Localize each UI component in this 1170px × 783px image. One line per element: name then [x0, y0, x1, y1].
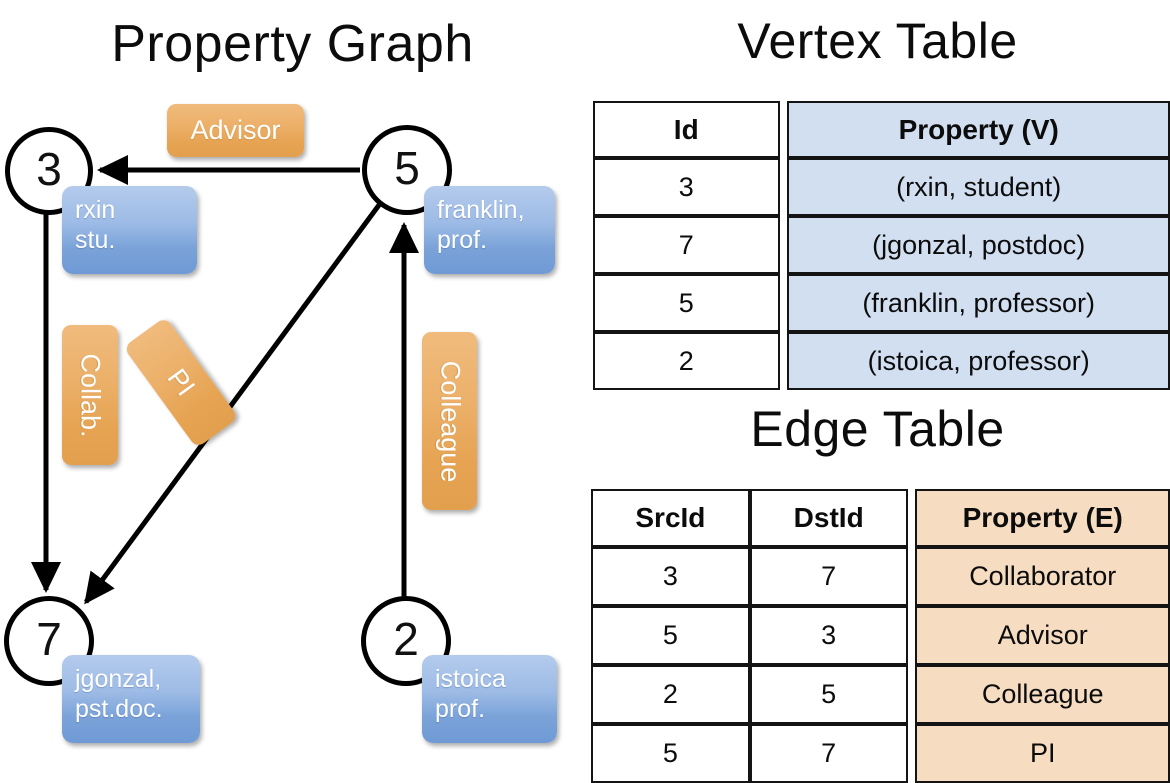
vertex-row-0-id: 3 [593, 158, 780, 216]
graph-node-2-property-line2: prof. [435, 694, 486, 723]
edge-row-3-src: 5 [591, 724, 750, 783]
edge-row-2-gap [908, 665, 916, 724]
graph-node-2-property-line1: istoica [435, 665, 506, 693]
table-row[interactable]: 7 (jgonzal, postdoc) [593, 216, 1170, 274]
vertex-row-3-id: 2 [593, 332, 780, 390]
edge-table-header-dstid: DstId [749, 489, 908, 547]
edge-row-2-src: 2 [591, 665, 750, 724]
vertex-table: Id Property (V) 3 (rxin, student) 7 (jgo… [593, 101, 1170, 390]
table-row[interactable]: 3 7 Collaborator [591, 547, 1170, 606]
graph-node-5-property-line1: franklin, [437, 196, 525, 224]
vertex-row-2-id: 5 [593, 274, 780, 332]
vertex-row-2-gap [780, 274, 788, 332]
table-row[interactable]: 3 (rxin, student) [593, 158, 1170, 216]
vertex-table-header-property: Property (V) [787, 101, 1170, 158]
edge-table-header-property: Property (E) [915, 489, 1170, 547]
vertex-row-0-gap [780, 158, 788, 216]
vertex-table-column-gap [780, 101, 788, 158]
graph-node-7-property-line2: pst.doc. [75, 694, 163, 723]
edge-table-header-row: SrcId DstId Property (E) [591, 489, 1170, 547]
edge-row-3-dst: 7 [749, 724, 908, 783]
edge-row-2-dst: 5 [749, 665, 908, 724]
graph-node-2[interactable]: 2 [361, 596, 451, 686]
edge-row-1-src: 5 [591, 606, 750, 665]
edge-row-3-property: PI [915, 724, 1170, 783]
edge-label-colleague: Colleague [422, 332, 477, 510]
graph-node-2-label: 2 [393, 613, 419, 665]
table-row[interactable]: 5 3 Advisor [591, 606, 1170, 665]
vertex-row-3-property: (istoica, professor) [787, 332, 1170, 390]
edge-row-1-gap [908, 606, 916, 665]
vertex-row-1-gap [780, 216, 788, 274]
graph-node-5[interactable]: 5 [362, 125, 452, 215]
graph-node-2-property-box: istoica prof. [422, 655, 557, 743]
edge-row-0-src: 3 [591, 547, 750, 606]
property-graph-diagram: 3 rxin stu. 5 franklin, prof. 7 jgonzal,… [0, 0, 585, 760]
edge-table: SrcId DstId Property (E) 3 7 Collaborato… [591, 489, 1170, 783]
edge-label-advisor: Advisor [167, 104, 304, 157]
edge-row-3-gap [908, 724, 916, 783]
edge-row-2-property: Colleague [915, 665, 1170, 724]
graph-node-3-property-box: rxin stu. [62, 186, 197, 274]
graph-node-3-property-line1: rxin [75, 196, 116, 224]
vertex-row-3-gap [780, 332, 788, 390]
edge-line-5-to-7 [83, 203, 382, 605]
graph-node-5-label: 5 [394, 142, 420, 194]
edge-row-0-property: Collaborator [915, 547, 1170, 606]
vertex-row-2-property: (franklin, professor) [787, 274, 1170, 332]
graph-node-7-label: 7 [36, 613, 62, 665]
vertex-table-header-row: Id Property (V) [593, 101, 1170, 158]
edge-table-header-srcid: SrcId [591, 489, 750, 547]
graph-node-7-property-box: jgonzal, pst.doc. [62, 655, 200, 743]
edge-label-colleague-text: Colleague [435, 360, 465, 482]
page-title-property-graph: Property Graph [111, 15, 474, 73]
edge-label-collab-text: Collab. [75, 352, 106, 438]
edge-row-0-dst: 7 [749, 547, 908, 606]
vertex-row-1-id: 7 [593, 216, 780, 274]
edge-row-1-dst: 3 [749, 606, 908, 665]
edge-label-collab: Collab. [62, 325, 118, 465]
edge-label-pi-text: PI [161, 363, 202, 402]
vertex-table-header-id: Id [593, 101, 780, 158]
edge-row-1-property: Advisor [915, 606, 1170, 665]
graph-node-3-property-line2: stu. [75, 225, 116, 254]
edge-table-column-gap [908, 489, 916, 547]
page-title-vertex-table: Vertex Table [737, 13, 1018, 69]
page-title-edge-table: Edge Table [750, 401, 1005, 457]
graph-node-3-label: 3 [36, 143, 62, 195]
graph-node-5-property-box: franklin, prof. [424, 186, 555, 274]
vertex-row-1-property: (jgonzal, postdoc) [787, 216, 1170, 274]
vertex-row-0-property: (rxin, student) [787, 158, 1170, 216]
table-row[interactable]: 2 (istoica, professor) [593, 332, 1170, 390]
table-row[interactable]: 5 7 PI [591, 724, 1170, 783]
graph-node-5-property-line2: prof. [437, 225, 488, 254]
graph-node-7-property-line1: jgonzal, [75, 665, 162, 693]
edge-label-advisor-text: Advisor [190, 115, 281, 145]
graph-edge-lines [31, 155, 419, 605]
edge-row-0-gap [908, 547, 916, 606]
table-row[interactable]: 5 (franklin, professor) [593, 274, 1170, 332]
table-row[interactable]: 2 5 Colleague [591, 665, 1170, 724]
